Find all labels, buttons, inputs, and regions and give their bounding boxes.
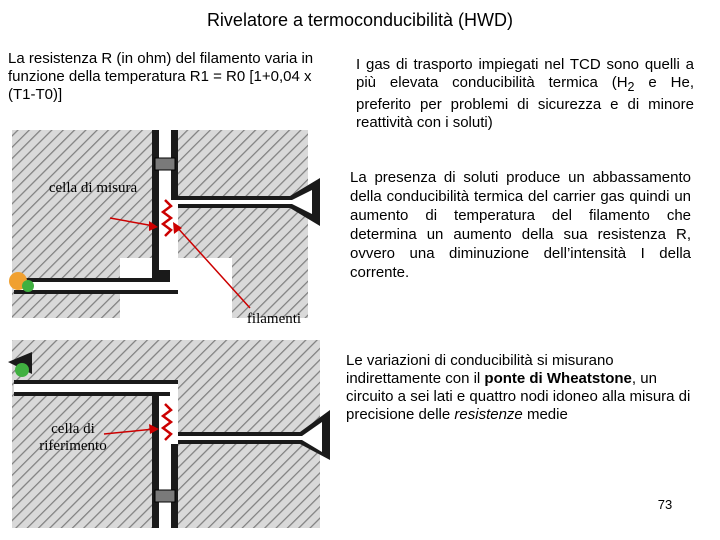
green-lamp-lower [15, 363, 29, 377]
measure-cell-label: cella di misura [48, 180, 138, 196]
slide-title: Rivelatore a termoconducibilità (HWD) [206, 10, 514, 30]
green-lamp-upper [22, 280, 34, 292]
page-number: 73 [657, 497, 673, 512]
reference-cell-arrow [103, 424, 159, 435]
wheatstone-text-1: Le variazioni di conducibilità si misura… [346, 352, 614, 387]
measure-filament [160, 199, 174, 237]
carrier-gas-text-2: e He, preferito per problemi di sicurezz… [356, 74, 694, 131]
filaments-arrow [173, 222, 251, 309]
reference-cell-label: cella di riferimento [39, 421, 107, 454]
measure-cell-arrow [109, 217, 158, 231]
carrier-gas-paragraph: I gas di trasporto impiegati nel TCD son… [356, 56, 694, 132]
h2-subscript: 2 [627, 80, 635, 94]
filaments-label: filamenti [246, 311, 302, 327]
wheatstone-text-2: , un circuito a sei lati e quattro nodi … [346, 370, 691, 423]
measure-cell-channels [14, 130, 320, 294]
reference-filament [160, 403, 174, 441]
resistance-formula-text: La resistenza R (in ohm) del filamento v… [8, 50, 314, 103]
wheatstone-text-3: medie [522, 406, 568, 423]
carrier-gas-text-1: I gas di trasporto impiegati nel TCD son… [356, 56, 694, 91]
resistances-italic: resistenze [454, 406, 523, 423]
wheatstone-paragraph: Le variazioni di conducibilità si misura… [346, 352, 696, 424]
wheatstone-bold: ponte di Wheatstone [484, 370, 632, 387]
solutes-paragraph: La presenza di soluti produce un abbassa… [350, 169, 691, 281]
